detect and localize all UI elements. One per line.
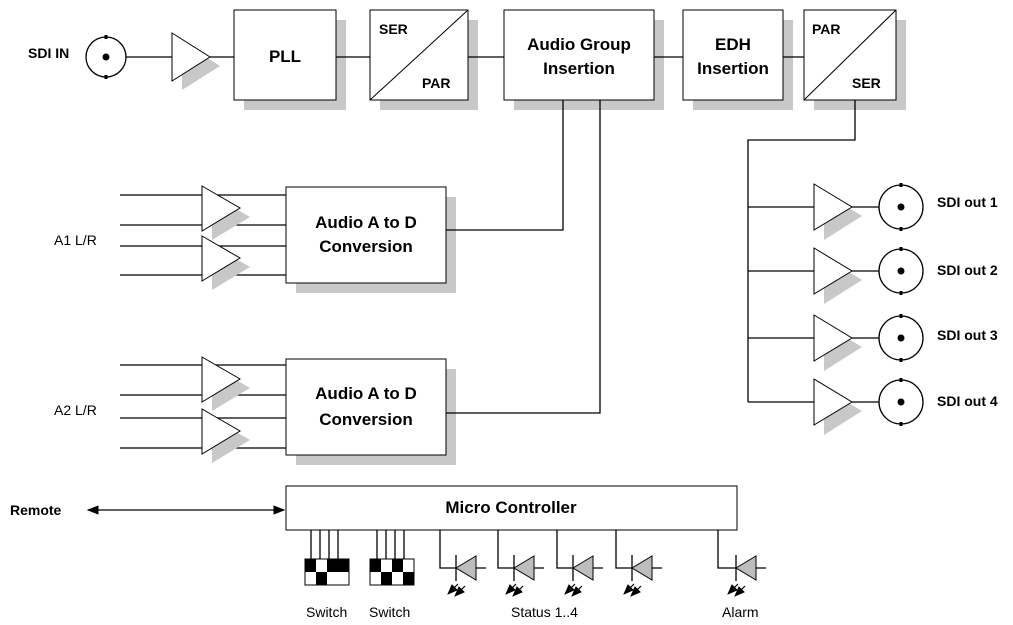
a1-input-label: A1 L/R: [54, 232, 97, 248]
output-amp-2: [813, 247, 862, 304]
pll-label: PLL: [269, 47, 301, 66]
adc1-label-2: Conversion: [319, 237, 413, 256]
adc2-block: Audio A to D Conversion: [285, 358, 456, 465]
sdi-out-connector-3: [878, 314, 924, 362]
a2-input-label: A2 L/R: [54, 402, 97, 418]
switch-2: [369, 530, 415, 586]
edh-insertion-block: EDH Insertion: [682, 9, 793, 110]
ser-par-block: SER PAR: [369, 9, 478, 110]
sdi-in-label: SDI IN: [28, 45, 69, 61]
status-led-4: [615, 530, 662, 597]
par-ser-bottom-label: SER: [852, 75, 881, 91]
sdi-in-connector: [85, 35, 127, 79]
audio1-amp-a: [201, 185, 250, 240]
par-ser-block: PAR SER: [803, 9, 906, 110]
edh-label-1: EDH: [715, 35, 751, 54]
status-led-1: [439, 530, 486, 597]
input-buffer-amp: [171, 32, 220, 90]
alarm-led: [717, 530, 766, 597]
adc1-label-1: Audio A to D: [315, 213, 417, 232]
sdi-out-connector-1: [878, 183, 924, 231]
adc2-label-1: Audio A to D: [315, 384, 417, 403]
switch-1-label: Switch: [306, 604, 347, 620]
adc1-block: Audio A to D Conversion: [285, 186, 456, 293]
audio-group-label-1: Audio Group: [527, 35, 631, 54]
edh-label-2: Insertion: [697, 59, 769, 78]
output-amp-4: [813, 378, 862, 435]
sdi-out-4-label: SDI out 4: [937, 393, 998, 409]
sdi-out-2-label: SDI out 2: [937, 262, 998, 278]
switch-1: [304, 530, 350, 586]
audio-group-insertion-block: Audio Group Insertion: [503, 9, 664, 110]
pll-block: PLL: [233, 9, 346, 110]
sdi-out-connector-4: [878, 378, 924, 426]
status-led-2: [497, 530, 544, 597]
sdi-out-connector-2: [878, 247, 924, 295]
adc2-label-2: Conversion: [319, 410, 413, 429]
ser-par-bottom-label: PAR: [422, 75, 451, 91]
status-led-3: [556, 530, 603, 597]
audio2-amp-a: [201, 356, 250, 411]
output-amp-1: [813, 183, 862, 240]
remote-label: Remote: [10, 502, 62, 518]
sdi-out-1-label: SDI out 1: [937, 194, 998, 210]
micro-controller-block: Micro Controller: [285, 485, 738, 531]
ser-par-top-label: SER: [379, 21, 408, 37]
par-ser-top-label: PAR: [812, 21, 841, 37]
micro-controller-label: Micro Controller: [445, 498, 577, 517]
sdi-out-3-label: SDI out 3: [937, 327, 998, 343]
status-label: Status 1..4: [511, 604, 578, 620]
audio2-amp-b: [201, 408, 250, 463]
alarm-label: Alarm: [722, 604, 759, 620]
switch-2-label: Switch: [369, 604, 410, 620]
audio1-amp-b: [201, 235, 250, 290]
output-amp-3: [813, 314, 862, 371]
audio-group-label-2: Insertion: [543, 59, 615, 78]
